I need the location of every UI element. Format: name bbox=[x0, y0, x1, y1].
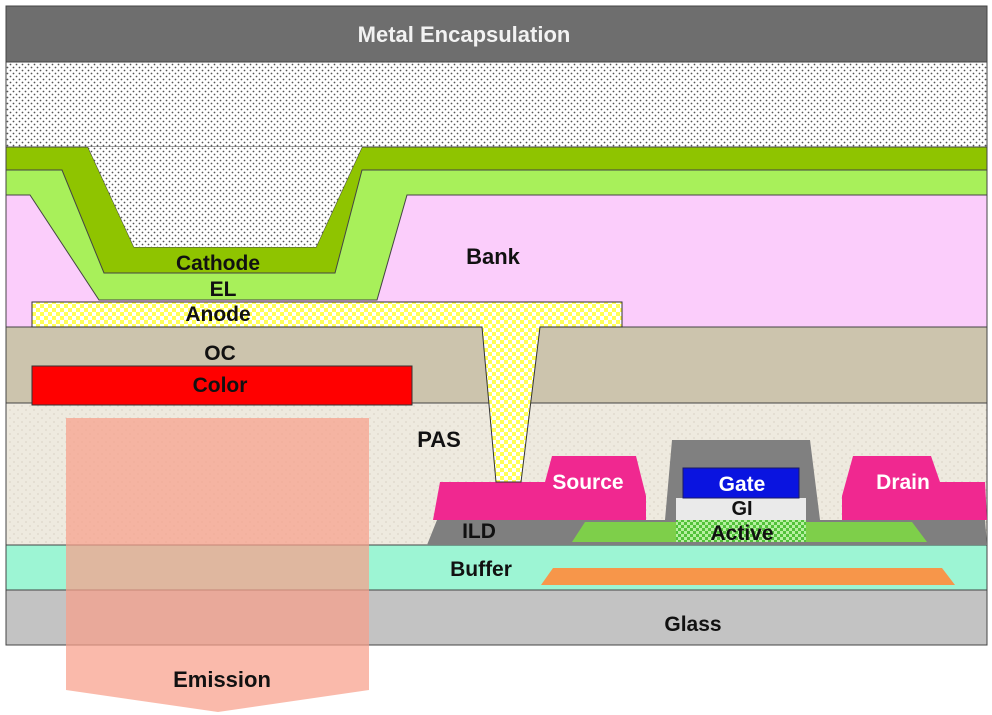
el-label: EL bbox=[210, 278, 237, 301]
oc-label: OC bbox=[204, 342, 236, 365]
metal-encapsulation-layer bbox=[5, 5, 988, 63]
gi-label: GI bbox=[731, 498, 752, 520]
ild-label: ILD bbox=[462, 520, 496, 543]
gate-label: Gate bbox=[719, 473, 766, 496]
color-label: Color bbox=[193, 374, 248, 397]
fill-layer bbox=[5, 61, 988, 148]
glass-label: Glass bbox=[664, 613, 721, 636]
source-label: Source bbox=[552, 471, 623, 494]
drain-label: Drain bbox=[876, 471, 930, 494]
anode-electrode bbox=[31, 301, 623, 483]
emission-label: Emission bbox=[173, 667, 271, 692]
buffer-electrode bbox=[541, 568, 955, 585]
bank-label: Bank bbox=[466, 244, 521, 269]
drain-electrode bbox=[842, 456, 987, 520]
cathode-label: Cathode bbox=[176, 252, 260, 275]
emission-arrow bbox=[66, 418, 369, 712]
source-electrode bbox=[433, 456, 646, 520]
gate-electrode bbox=[682, 467, 800, 499]
active-label: Active bbox=[710, 522, 773, 545]
gi-inner bbox=[676, 498, 806, 520]
anode-label: Anode bbox=[185, 303, 250, 326]
fill-layer-well bbox=[88, 147, 362, 247]
pas-label: PAS bbox=[417, 427, 461, 452]
active-channel bbox=[676, 520, 806, 542]
color-filter bbox=[31, 365, 413, 406]
buffer-label: Buffer bbox=[450, 558, 512, 581]
metal-encapsulation-label: Metal Encapsulation bbox=[358, 22, 571, 47]
